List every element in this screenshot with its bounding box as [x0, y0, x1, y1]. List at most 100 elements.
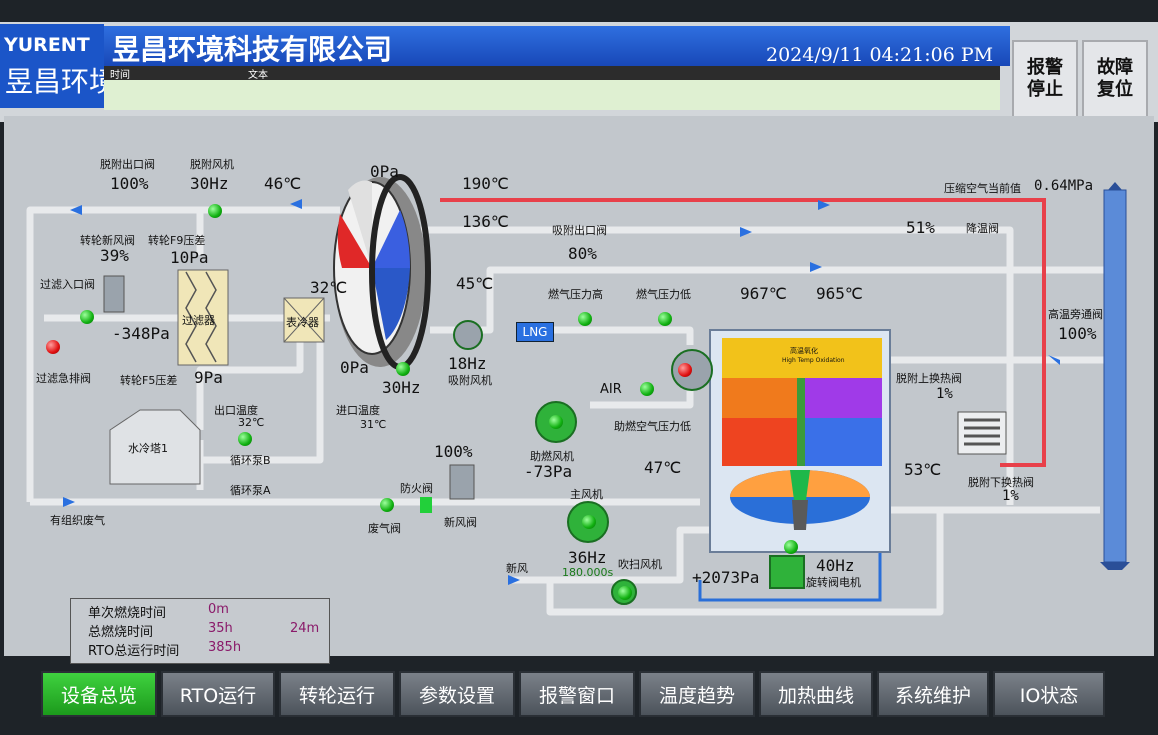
- val-comb-fan: -73Pa: [524, 462, 573, 481]
- label-filter-inlet: 过滤入口阀: [40, 278, 95, 291]
- datetime: 2024/9/11 04:21:06 PM: [766, 44, 994, 66]
- val-p0b: 0Pa: [340, 358, 369, 377]
- nav-wheel-run[interactable]: 转轮运行: [279, 671, 395, 717]
- nav-temp-trend[interactable]: 温度趋势: [639, 671, 755, 717]
- nav-alarm-window[interactable]: 报警窗口: [519, 671, 635, 717]
- label-fire-valve: 防火阀: [400, 482, 433, 495]
- label-gas-low: 燃气压力低: [636, 288, 691, 301]
- rotor-wheel: [333, 174, 431, 370]
- val-rot-motor-hz: 40Hz: [816, 556, 855, 575]
- val-t46: 46℃: [264, 174, 302, 193]
- label-total-burn: 总燃烧时间: [88, 625, 154, 640]
- waste-valve-status[interactable]: [380, 498, 394, 512]
- label-wheel-f5: 转轮F5压差: [120, 374, 178, 387]
- label-filter-emergency: 过滤急排阀: [36, 372, 91, 385]
- label-desorb-low-hx: 脱附下换热阀: [968, 476, 1034, 489]
- gas-low-status[interactable]: [658, 312, 672, 326]
- label-high-bypass: 高温旁通阀: [1048, 308, 1103, 321]
- label-fresh-air: 新风: [506, 562, 528, 575]
- label-desorb-fan: 脱附风机: [190, 158, 234, 171]
- val-ads-outlet: 80%: [568, 244, 597, 263]
- col-time: 时间: [110, 70, 130, 81]
- label-comp-air: 压缩空气当前值: [944, 182, 1021, 195]
- val-wheel-f5: 9Pa: [194, 368, 223, 387]
- label-pump-b: 循环泵B: [230, 454, 271, 467]
- val-t965: 965℃: [816, 284, 863, 303]
- nav-params[interactable]: 参数设置: [399, 671, 515, 717]
- label-wheel-f9: 转轮F9压差: [148, 234, 206, 247]
- title-bar: [104, 26, 1010, 66]
- nav-io-status[interactable]: IO状态: [993, 671, 1105, 717]
- val-t190: 190℃: [462, 174, 509, 193]
- pump-b-status[interactable]: [238, 432, 252, 446]
- comb-air-status[interactable]: [640, 382, 654, 396]
- runtime-info-box: [70, 598, 330, 664]
- nav-maintenance[interactable]: 系统维护: [877, 671, 989, 717]
- logo-text: YURENT: [4, 34, 90, 56]
- val-t47: 47℃: [644, 458, 682, 477]
- alarm-stop-button[interactable]: 报警 停止: [1012, 40, 1078, 118]
- val-main-fan-time: 180.000s: [562, 566, 614, 579]
- main-fan-status[interactable]: [582, 515, 596, 529]
- val-p0-top: 0Pa: [370, 162, 399, 181]
- nav-rto-run[interactable]: RTO运行: [161, 671, 275, 717]
- desorb-fan-status[interactable]: [208, 204, 222, 218]
- label-rot-motor: 旋转阀电机: [806, 576, 861, 589]
- val-outlet-temp: 32℃: [238, 416, 265, 429]
- col-text: 文本: [248, 70, 268, 81]
- val-pct51: 51%: [906, 218, 935, 237]
- burner-fan-status[interactable]: [678, 363, 692, 377]
- comb-fan-status[interactable]: [549, 415, 563, 429]
- logo: [0, 24, 104, 108]
- val-total-burn-m: 24m: [290, 621, 320, 636]
- label-rto-top: 高温氧化: [790, 347, 818, 355]
- rot-motor-status[interactable]: [784, 540, 798, 554]
- val-inlet-temp: 31℃: [360, 418, 387, 431]
- filter-inlet-valve-status[interactable]: [80, 310, 94, 324]
- purge-fan-status[interactable]: [618, 586, 632, 600]
- val-ads-fan-hz: 18Hz: [448, 354, 487, 373]
- wheel-drive-status[interactable]: [396, 362, 410, 376]
- label-filter: 过滤器: [182, 314, 215, 327]
- nav-overview[interactable]: 设备总览: [41, 671, 157, 717]
- lng-tag: LNG: [516, 322, 554, 342]
- filter-emergency-valve-status[interactable]: [46, 340, 60, 354]
- gas-high-status[interactable]: [578, 312, 592, 326]
- val-comp-air: 0.64MPa: [1034, 178, 1094, 194]
- process-diagram: [4, 116, 1154, 656]
- logo-cn: 昱昌环境: [5, 65, 118, 98]
- label-surface-cooler: 表冷器: [286, 316, 319, 329]
- label-rto-total: RTO总运行时间: [88, 644, 180, 659]
- val-t45: 45℃: [456, 274, 494, 293]
- label-pump-a: 循环泵A: [230, 484, 271, 497]
- val-rto-total: 385h: [208, 640, 242, 655]
- label-ads-outlet: 吸附出口阀: [552, 224, 607, 237]
- label-desorb-outlet-valve: 脱附出口阀: [100, 158, 155, 171]
- label-purge-fan: 吹扫风机: [618, 558, 662, 571]
- fault-reset-button[interactable]: 故障 复位: [1082, 40, 1148, 118]
- val-total-burn-h: 35h: [208, 621, 233, 636]
- val-wheel-fresh-valve: 39%: [100, 246, 129, 265]
- val-t967: 967℃: [740, 284, 787, 303]
- nav-heat-curve[interactable]: 加热曲线: [759, 671, 873, 717]
- label-fresh-valve: 新风阀: [444, 516, 477, 529]
- label-outlet-temp: 出口温度: [214, 404, 258, 417]
- alarm-list[interactable]: [104, 80, 1000, 110]
- val-wheel-f9: 10Pa: [170, 248, 209, 267]
- val-t32a: 32℃: [310, 278, 348, 297]
- label-inlet-temp: 进口温度: [336, 404, 380, 417]
- label-desorb-up-hx: 脱附上换热阀: [896, 372, 962, 385]
- label-rto-top-en: High Temp Oxidation: [782, 357, 845, 364]
- val-p-348: -348Pa: [112, 324, 170, 343]
- val-single-burn: 0m: [208, 602, 229, 617]
- company-name: 昱昌环境科技有限公司: [112, 33, 393, 66]
- val-p2073: +2073Pa: [692, 568, 760, 587]
- label-comb-air-low: 助燃空气压力低: [614, 420, 691, 433]
- alarm-list-header: [104, 66, 1000, 80]
- val-desorb-outlet-valve: 100%: [110, 174, 149, 193]
- label-cool-valve: 降温阀: [966, 222, 999, 235]
- label-single-burn: 单次燃烧时间: [88, 606, 167, 621]
- label-main-fan: 主风机: [570, 488, 603, 501]
- label-cooling-tower: 水冷塔1: [128, 442, 168, 455]
- label-ads-fan: 吸附风机: [448, 374, 492, 387]
